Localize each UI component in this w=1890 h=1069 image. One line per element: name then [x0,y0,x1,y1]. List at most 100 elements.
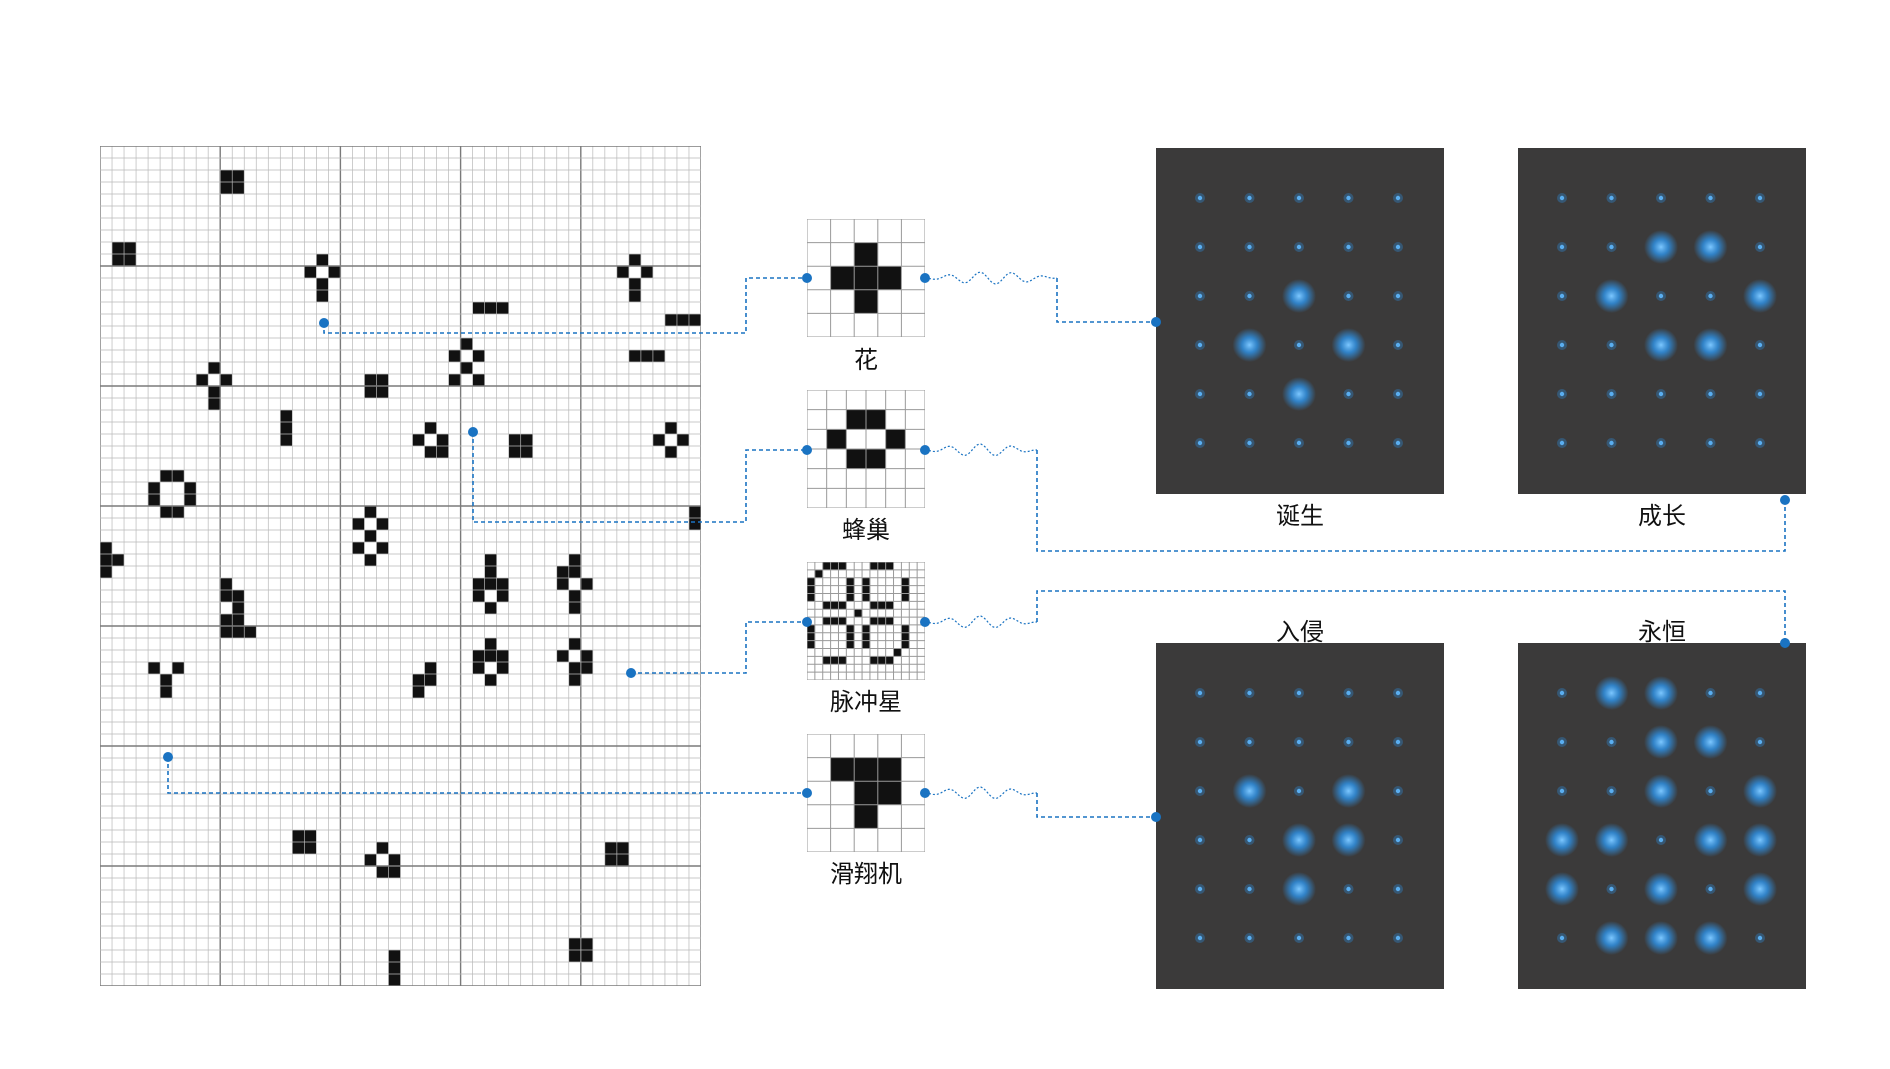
live-cell [496,662,509,674]
glow-dot [1331,328,1366,362]
motif-cell [854,757,878,782]
dim-dot-core [1296,440,1302,446]
cell-cluster [220,170,245,194]
live-cell [160,506,173,518]
motif-cell [885,429,906,449]
dim-dot-core [1658,293,1664,299]
live-cell [508,434,521,446]
motif-pulsar-label: 脉冲星 [830,688,902,716]
cell-cluster [112,242,137,266]
glow-dot [1331,774,1366,808]
dim-dot-core [1247,391,1252,397]
live-cell [280,434,293,446]
live-cell [460,362,473,374]
dim-dot-core [1197,195,1203,201]
live-cell [496,650,509,662]
live-cell [208,398,221,410]
motif-cell [807,593,815,602]
live-cell [100,566,113,578]
live-cell [472,662,485,674]
dim-dot-core [1708,293,1713,299]
live-cell [664,446,677,458]
live-cell [580,950,593,962]
motif-cell [885,617,894,625]
dim-dot-core [1395,391,1401,397]
cell-cluster [604,842,629,866]
live-cell [448,374,461,386]
live-cell [280,422,293,434]
live-cell [100,554,113,566]
motif-cell [830,266,855,290]
live-cell [424,674,437,686]
dim-dot-core [1346,244,1351,250]
live-cell [556,578,569,590]
cell-cluster [220,578,257,638]
live-cell [412,674,425,686]
dim-dot-core [1658,391,1664,397]
wave-signal [924,615,1038,629]
live-cell [496,302,509,314]
motif-cell [862,632,870,641]
motif-cell [822,656,831,665]
motif-cell [885,656,894,665]
dim-dot-core [1247,739,1252,745]
dim-dot-core [1197,342,1203,348]
panel-eternal-label: 永恒 [1638,618,1686,646]
live-cell [184,494,197,506]
live-cell [388,950,401,962]
motif-pulsar-grid [807,562,925,680]
glow-dot [1232,774,1267,808]
live-cell [364,386,377,398]
live-cell [292,842,305,854]
live-cell [364,854,377,866]
dim-dot-core [1296,690,1302,696]
motif-cell [830,601,839,610]
dim-dot-core [1346,293,1351,299]
live-cell [484,650,497,662]
panel-invasion-label: 入侵 [1276,618,1324,646]
motif-cell [877,562,886,570]
glow-dot [1282,279,1316,313]
live-cell [388,974,401,986]
glow-dot [1594,279,1629,313]
motif-cell [846,409,866,430]
dim-dot-core [1296,195,1302,201]
dim-dot-core [1247,440,1252,446]
dim-dot-core [1395,195,1401,201]
glow-dot [1644,230,1678,264]
dim-dot-core [1559,440,1565,446]
live-cell [220,626,233,638]
live-cell [172,662,185,674]
live-cell [484,674,497,686]
panel-birth-label: 诞生 [1276,502,1324,530]
dim-dot-core [1197,244,1203,250]
live-cell [232,614,245,626]
live-cell [244,626,257,638]
motif-cell [877,617,886,625]
motif-cell [830,656,839,665]
live-cell [580,650,593,662]
dim-dot-core [1757,342,1763,348]
glow-dot [1594,676,1629,710]
dim-dot-core [1247,293,1252,299]
glow-dot [1743,279,1777,313]
motif-beehive-grid [807,390,925,508]
cell-cluster [280,410,293,446]
live-cell [316,254,329,266]
dim-dot-core [1559,690,1565,696]
live-cell [376,542,389,554]
live-cell [220,614,233,626]
live-cell [484,566,497,578]
live-cell [304,842,317,854]
panel-eternal [1518,643,1806,989]
live-cell [376,842,389,854]
motif-glider-label: 滑翔机 [830,860,902,888]
dim-dot-core [1346,440,1351,446]
glow-dot [1743,872,1777,906]
live-cell [568,554,581,566]
motif-cell [869,656,878,665]
motif-cell [877,266,902,290]
live-cell [676,434,689,446]
live-cell [520,446,533,458]
glow-dot [1693,725,1728,759]
